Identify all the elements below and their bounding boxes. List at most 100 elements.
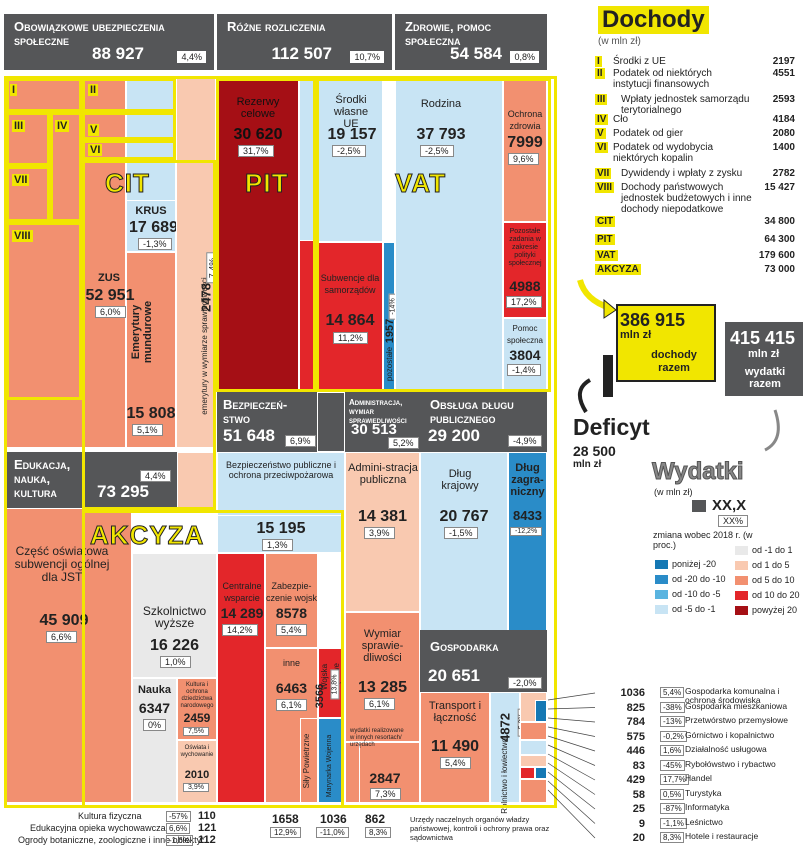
- deficit-bar: [603, 355, 613, 397]
- education-small-pct: 3,9%: [183, 783, 209, 792]
- bottom-item-pct: -1,6%: [166, 835, 193, 846]
- military-value: 8578: [275, 605, 308, 621]
- economy-item-value: 58: [632, 788, 645, 801]
- zus-label: ZUS: [98, 272, 120, 284]
- income-item-code: V: [595, 128, 606, 139]
- military-label: Zabezpie-czenie wojsk: [265, 581, 318, 603]
- economy-item-value: 575: [626, 730, 645, 743]
- income-box-i: [6, 78, 82, 112]
- misc-862-pct: 8,3%: [365, 827, 392, 838]
- cell-econ-small-5: [520, 755, 547, 767]
- income-item-code: CIT: [595, 216, 616, 227]
- family-value: 37 793: [416, 126, 466, 143]
- eu-funds-pct: -2,5%: [332, 145, 366, 157]
- other-sec-value: 6463: [275, 680, 308, 696]
- economy-item-pct: 1,6%: [660, 745, 685, 756]
- uniformed-pct: 5,1%: [132, 424, 163, 436]
- header-social-value: 88 927: [92, 44, 144, 63]
- expenses-unit: (w mln zł): [654, 487, 693, 497]
- fire-label: Bezpieczeństwo publiczne i ochrona przec…: [225, 460, 337, 480]
- scale-swatch: [735, 591, 748, 600]
- misc-organs-value: 2847: [369, 770, 401, 786]
- income-title: Dochody: [598, 6, 709, 34]
- roman-v: V: [88, 124, 100, 136]
- social-help-label: Pomoc społeczna: [506, 324, 544, 345]
- deficit-unit: mln zł: [573, 459, 602, 470]
- cell-krus: [126, 78, 176, 208]
- central-label: Centralne wsparcie: [222, 581, 262, 603]
- income-item-label: Dywidendy i wpłaty z zysku: [621, 168, 743, 179]
- leader-line: [547, 744, 596, 766]
- economy-item-value: 446: [626, 745, 645, 757]
- income-item-label: Środki z UE: [613, 56, 666, 67]
- transport-label: Transport i łączność: [428, 700, 482, 724]
- public-admin-pct: 3,9%: [364, 527, 395, 539]
- income-item-label: Cło: [613, 114, 629, 125]
- cell-econ-small-7: [535, 767, 547, 779]
- econ-leader-lines: [547, 692, 596, 839]
- economy-item-pct: 17,7%: [660, 774, 689, 785]
- cell-subsidy-edu: [4, 508, 132, 803]
- cell-navy: [318, 718, 345, 803]
- cell-public-admin: [345, 452, 420, 612]
- subsidies-value: 14 864: [325, 312, 375, 329]
- income-box-viii: [6, 222, 82, 400]
- header-security-value: 51 648: [223, 426, 275, 445]
- other-sec-pct: 6,1%: [276, 699, 307, 711]
- economy-item-name: Górnictwo i kopalnictwo: [685, 729, 775, 740]
- leader-line: [547, 789, 596, 839]
- arrow-to-deficit: [578, 378, 592, 414]
- other-tasks-label: Pozostałe zadania w zakresie polityki sp…: [508, 228, 542, 267]
- header-health-pct: 0,8%: [510, 51, 539, 63]
- cell-econ-small-3: [520, 722, 547, 740]
- income-box-ii: [82, 78, 176, 112]
- economy-item-value: 83: [632, 759, 645, 772]
- scale-label: od -10 do -5: [672, 589, 721, 599]
- income-box-vat: [316, 78, 551, 392]
- higher-edu-label: Szkolnictwo wyższe: [142, 604, 207, 630]
- cell-justice-gap: [317, 392, 345, 452]
- leader-line: [547, 707, 596, 710]
- economy-item-name: Gospodarka mieszkaniowa: [685, 700, 788, 711]
- income-item-label: Wpłaty jednostek samorządu terytorialneg…: [621, 94, 750, 116]
- income-item-code: II: [595, 68, 605, 79]
- cell-education-small: [177, 740, 217, 803]
- header-security-title: Bezpieczeń-stwo: [223, 397, 288, 426]
- header-economy-title: Gospodarka: [430, 639, 499, 654]
- roman-vi: VI: [88, 144, 103, 156]
- uniformed-value: 15 808: [126, 405, 176, 422]
- income-item-code: VI: [595, 142, 609, 153]
- culture-label: Kultura i ochrona dziedzictwa narodowego: [180, 682, 214, 709]
- header-education-pct: 4,4%: [140, 470, 171, 482]
- income-item-value: 34 800: [764, 216, 795, 227]
- header-justice-admin-pct: 5,2%: [388, 437, 419, 449]
- income-item: CIT 34 800: [595, 216, 795, 232]
- reserves-pct: 31,7%: [238, 145, 274, 157]
- expense-total-unit: mln zł: [748, 348, 780, 360]
- cell-social-help: [503, 318, 547, 392]
- income-item-value: 4184: [772, 114, 795, 125]
- header-education-value: 73 295: [97, 482, 149, 501]
- bottom-item-pct: 6,6%: [166, 823, 191, 834]
- scale-label: od -5 do -1: [672, 604, 716, 614]
- economy-item-pct: -13%: [660, 716, 685, 727]
- income-item-value: 179 600: [758, 250, 795, 261]
- income-item-label: Podatek od niektórych instytucji finanso…: [613, 68, 712, 90]
- leader-line: [547, 753, 596, 781]
- krus-value: 17 689: [129, 219, 178, 236]
- subsidies-label: Subwencje dla samorządów: [320, 273, 380, 295]
- expenses-change-note: zmiana wobec 2018 r. (w proc.): [653, 530, 753, 550]
- foreign-debt-pct: -12,2%: [510, 527, 543, 536]
- economy-item-value: 9: [638, 817, 645, 830]
- culture-pct: 7,5%: [183, 727, 209, 736]
- subsidy-edu-label: Część oświatowa subwencji ogólnej dla JS…: [14, 544, 110, 584]
- header-justice-admin-value: 30 513: [351, 421, 397, 438]
- misc-organs-note: Urzędy naczelnych organów władzy państwo…: [410, 815, 550, 842]
- income-box-iv: [50, 112, 82, 222]
- subsidy-edu-value: 45 909: [39, 612, 89, 629]
- leader-line: [547, 780, 596, 824]
- judiciary-label: Wymiar sprawie-dliwości: [361, 628, 404, 664]
